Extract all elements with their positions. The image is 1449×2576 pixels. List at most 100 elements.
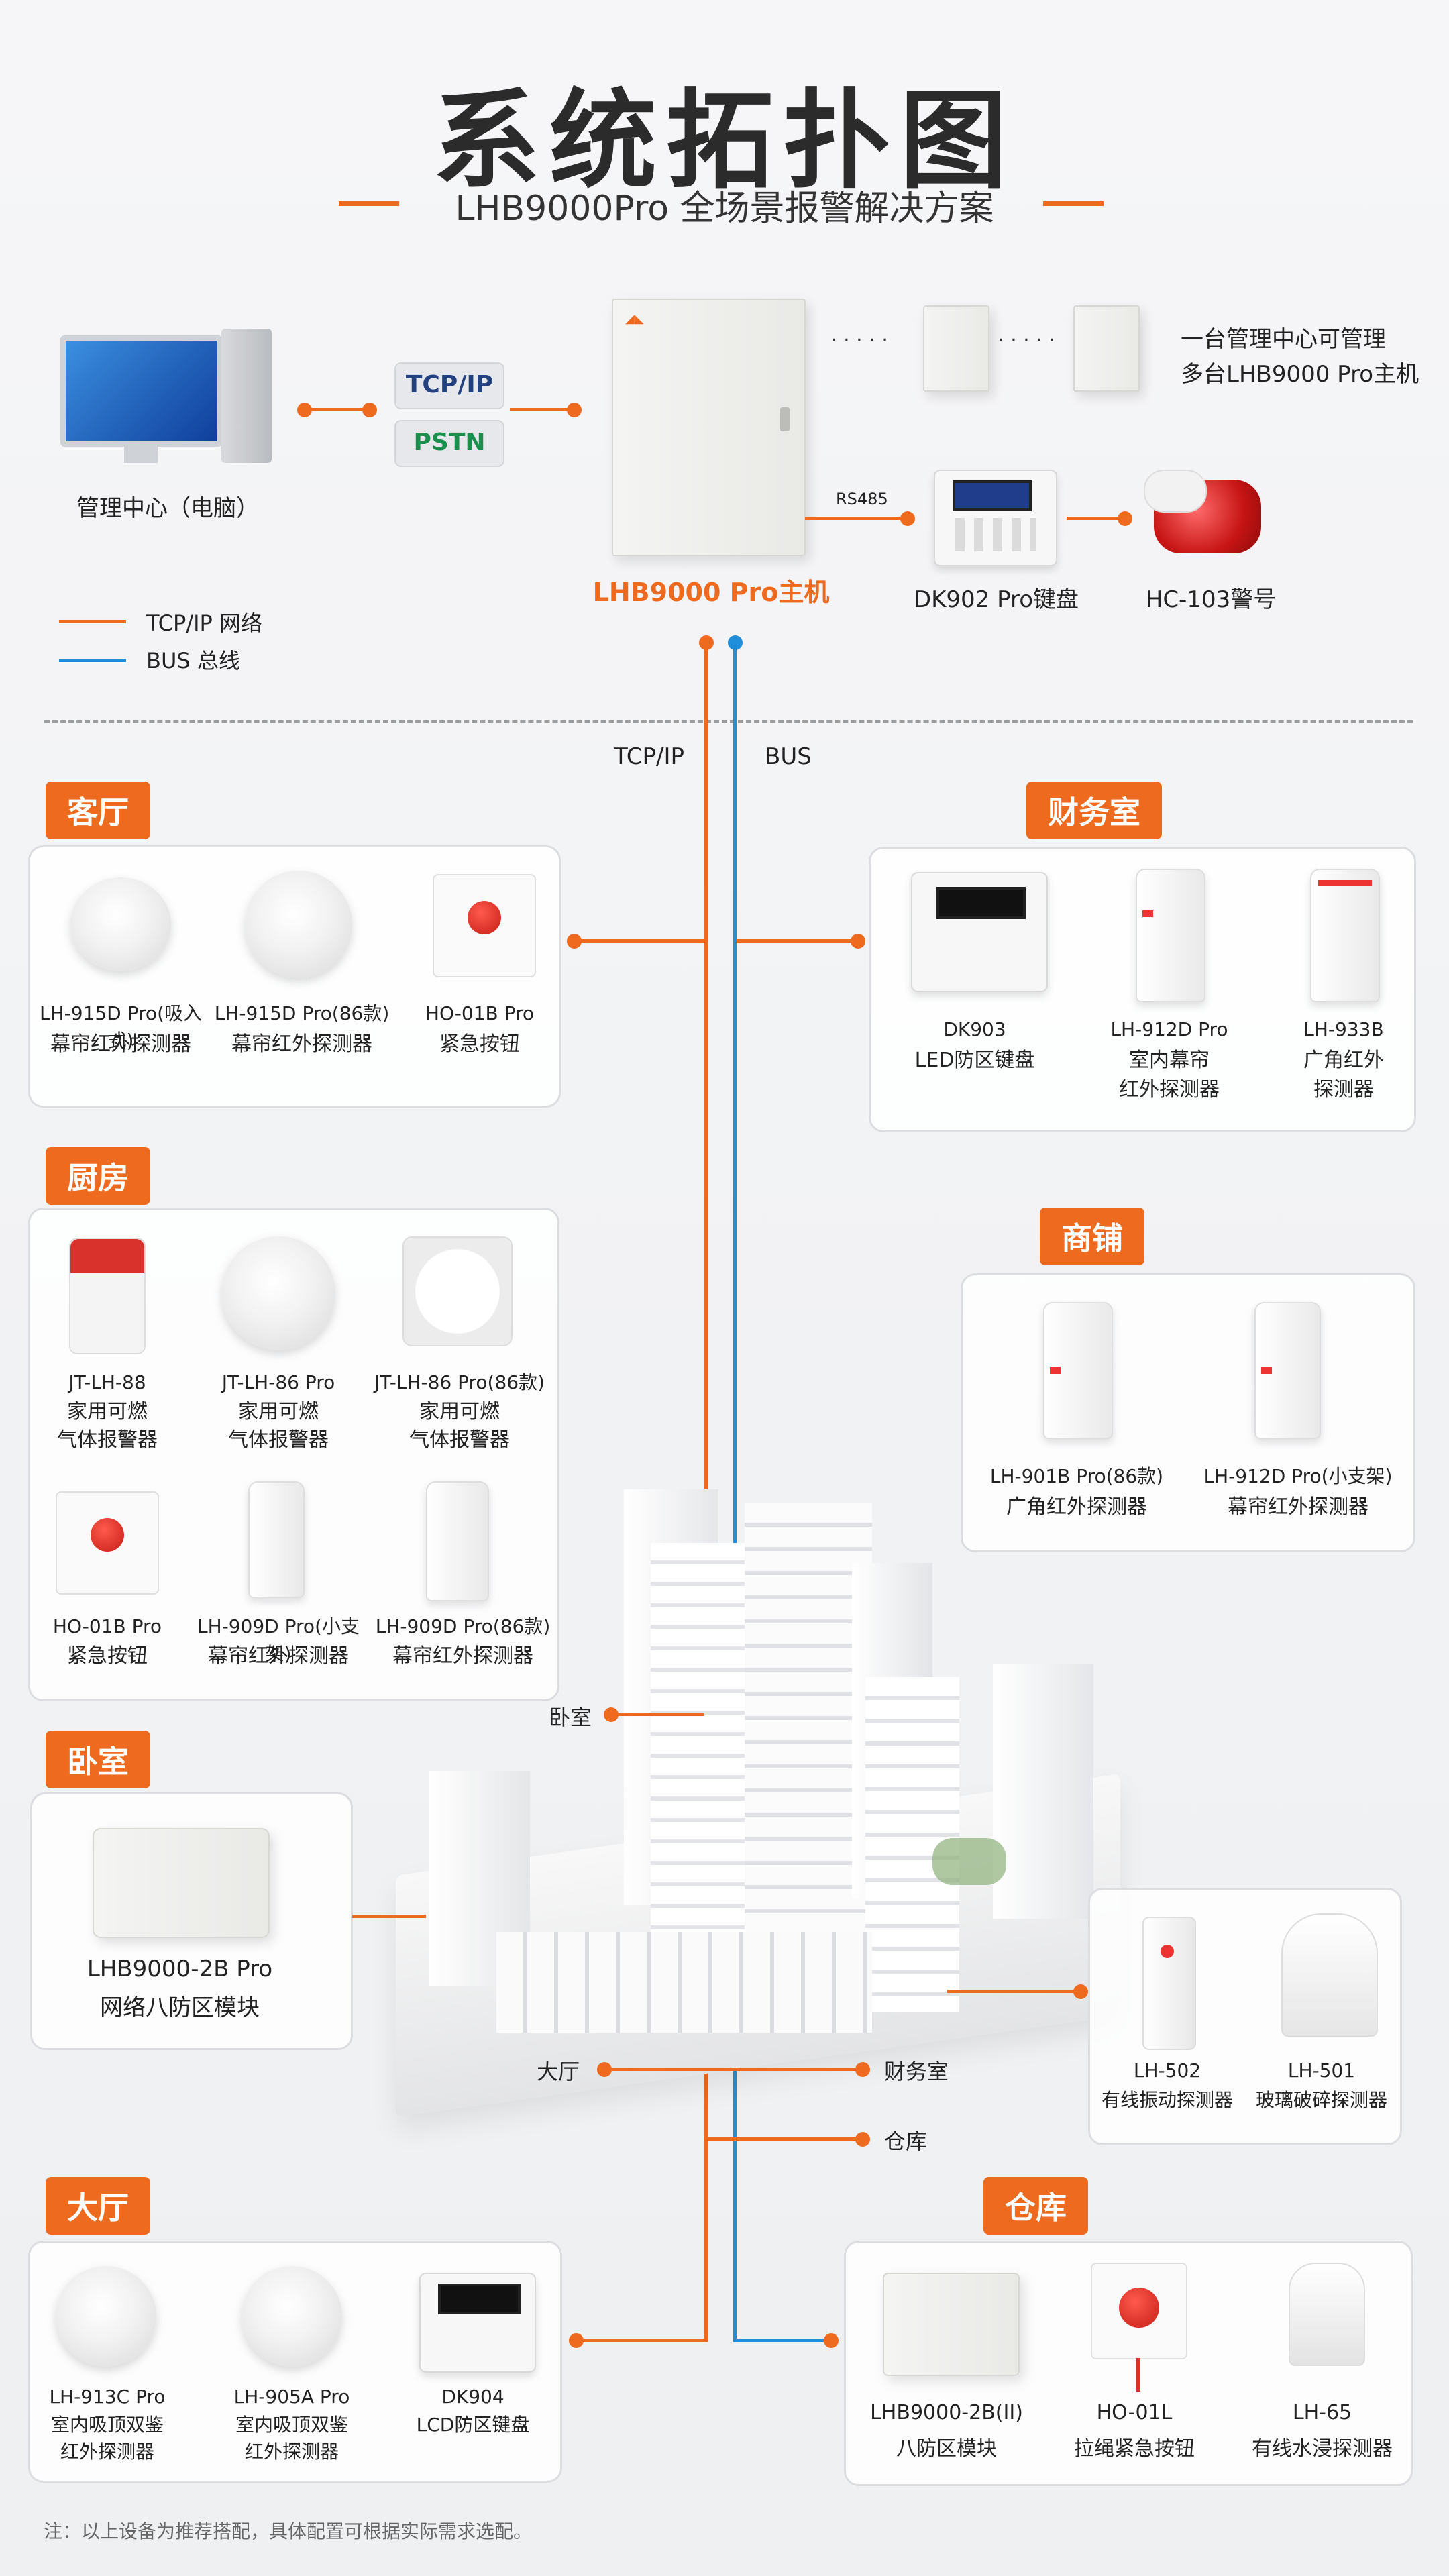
gas-alarm-icon [221, 1236, 335, 1350]
footnote: 注：以上设备为推荐搭配，具体配置可根据实际需求选配。 [44, 2520, 533, 2542]
zone-panel-warehouse: LHB9000-2B(II) 八防区模块 HO-01L 拉绳紧急按钮 LH-65… [844, 2241, 1413, 2486]
curtain-pir-icon [426, 1481, 489, 1601]
zone-panel-hall: LH-913C Pro 室内吸顶双鉴 红外探测器 LH-905A Pro 室内吸… [28, 2241, 562, 2483]
device-name: 室内吸顶双鉴 [50, 2414, 164, 2436]
subtitle-line-left [339, 201, 399, 206]
host-cabinet-small-1 [923, 305, 989, 392]
legend: TCP/IP 网络 BUS 总线 [59, 605, 327, 679]
section-divider [44, 720, 1413, 723]
device-name-2: 红外探测器 [60, 2440, 154, 2463]
device-name: 幕帘红外探测器 [231, 1032, 372, 1056]
cabinet-latch-icon [780, 407, 790, 431]
device-name-2: 气体报警器 [57, 1428, 158, 1452]
device-name: 幕帘红外探测器 [208, 1644, 349, 1668]
ellipsis-2: · · · · · [998, 329, 1055, 352]
building-label-warehouse: 仓库 [884, 2129, 928, 2154]
host-cabinet-small-2 [1073, 305, 1140, 392]
emergency-button-icon [433, 874, 536, 977]
zone-panel-vault: LH-502 有线振动探测器 LH-501 玻璃破碎探测器 [1088, 1888, 1402, 2145]
device-model: LH-905A Pro [233, 2385, 350, 2408]
pc-label: 管理中心（电脑） [76, 495, 259, 522]
protocol-tcpip: TCP/IP [394, 362, 504, 409]
device-name: 家用可燃 [419, 1400, 500, 1424]
device-model: JT-LH-86 Pro(86款) [374, 1371, 545, 1393]
trunk-label-bus: BUS [765, 743, 812, 770]
vibration-detector-icon [1142, 1917, 1196, 2050]
device-model: DK904 [441, 2385, 504, 2408]
device-name: 网络八防区模块 [100, 1994, 260, 2021]
siren-label: HC-103警号 [1145, 586, 1277, 613]
device-model: LH-909D Pro(小支架) [197, 1615, 360, 1665]
device-name: 幕帘红外探测器 [1228, 1495, 1368, 1519]
device-model: DK903 [943, 1018, 1006, 1040]
pir-detector-icon [1136, 869, 1205, 1002]
device-name: LED防区键盘 [914, 1049, 1035, 1072]
device-model: HO-01B Pro [425, 1002, 535, 1024]
brand-logo: ◢◣ [625, 312, 644, 326]
legend-line-tcpip [59, 620, 126, 623]
device-name: 幕帘红外探测器 [392, 1644, 533, 1668]
detector-icon [70, 877, 171, 971]
device-model: LHB9000-2B(II) [870, 2401, 1023, 2424]
device-model: JT-LH-86 Pro [221, 1371, 335, 1393]
zone-tag-finance: 财务室 [1026, 782, 1162, 839]
device-model: JT-LH-88 [68, 1371, 146, 1393]
device-name: 室内吸顶双鉴 [235, 2414, 348, 2436]
legend-line-bus [59, 659, 126, 662]
device-model: LH-65 [1292, 2401, 1352, 2424]
zone-tag-living: 客厅 [46, 782, 150, 839]
subtitle-line-right [1043, 201, 1104, 206]
module-box-icon [93, 1828, 270, 1938]
zone-tag-shop: 商铺 [1040, 1208, 1144, 1265]
zone-panel-kitchen: JT-LH-88 家用可燃 气体报警器 JT-LH-86 Pro 家用可燃 气体… [28, 1208, 559, 1701]
device-name: 家用可燃 [67, 1400, 148, 1424]
zone-tag-kitchen: 厨房 [46, 1147, 150, 1205]
note-line1: 一台管理中心可管理 [1181, 326, 1386, 353]
page-subtitle: LHB9000Pro 全场景报警解决方案 [455, 189, 994, 229]
device-name: 家用可燃 [238, 1400, 319, 1424]
wide-angle-detector-icon [1310, 869, 1380, 1002]
ceiling-detector-icon [56, 2266, 156, 2367]
glass-break-detector-icon [1281, 1913, 1378, 2037]
device-name-2: 探测器 [1313, 1078, 1374, 1102]
building-label-finance: 财务室 [884, 2059, 949, 2084]
page-title: 系统拓扑图 [432, 78, 1016, 203]
dk902-keypad [934, 470, 1057, 566]
zone-tag-bedroom: 卧室 [46, 1731, 150, 1788]
host-label: LHB9000 Pro主机 [592, 578, 830, 607]
gas-alarm-86-icon [402, 1236, 513, 1346]
device-name: 广角红外 [1303, 1049, 1384, 1072]
protocol-pstn: PSTN [394, 420, 504, 467]
device-name: 紧急按钮 [67, 1644, 148, 1668]
device-name: 室内幕帘 [1129, 1049, 1210, 1072]
device-name: 拉绳紧急按钮 [1074, 2437, 1195, 2461]
device-model: LH-912D Pro(小支架) [1203, 1465, 1393, 1487]
detector-icon [245, 871, 352, 978]
legend-label-bus: BUS 总线 [146, 648, 240, 674]
device-model: LH-909D Pro(86款) [375, 1615, 551, 1638]
building-label-bedroom: 卧室 [549, 1705, 592, 1730]
device-name: 紧急按钮 [439, 1032, 520, 1056]
device-model: HO-01B Pro [52, 1615, 162, 1638]
device-model: LH-501 [1287, 2059, 1356, 2082]
device-name: 幕帘红外探测器 [50, 1032, 191, 1056]
device-name: 有线水浸探测器 [1252, 2437, 1393, 2461]
building-illustration [382, 1462, 1134, 2117]
dk903-keypad-icon [911, 872, 1048, 992]
device-model: LH-933B [1303, 1018, 1384, 1040]
emergency-button-icon [56, 1491, 159, 1595]
device-name-2: 红外探测器 [1119, 1078, 1220, 1102]
curtain-pir-icon [248, 1481, 305, 1598]
pc-illustration [60, 329, 275, 470]
building-label-hall: 大厅 [537, 2059, 580, 2084]
host-cabinet: ◢◣ [612, 299, 806, 556]
wide-angle-pir-icon [1043, 1302, 1113, 1439]
device-name: LCD防区键盘 [416, 2414, 530, 2436]
pull-cord-button-icon [1091, 2263, 1187, 2392]
keypad-label: DK902 Pro键盘 [913, 586, 1079, 613]
curtain-pir-icon [1254, 1302, 1321, 1439]
device-model: LH-915D Pro(86款) [214, 1002, 390, 1024]
ceiling-detector-icon [241, 2266, 342, 2367]
water-leak-detector-icon [1289, 2263, 1365, 2366]
zone-panel-finance: DK903 LED防区键盘 LH-912D Pro 室内幕帘 红外探测器 LH-… [869, 847, 1416, 1132]
